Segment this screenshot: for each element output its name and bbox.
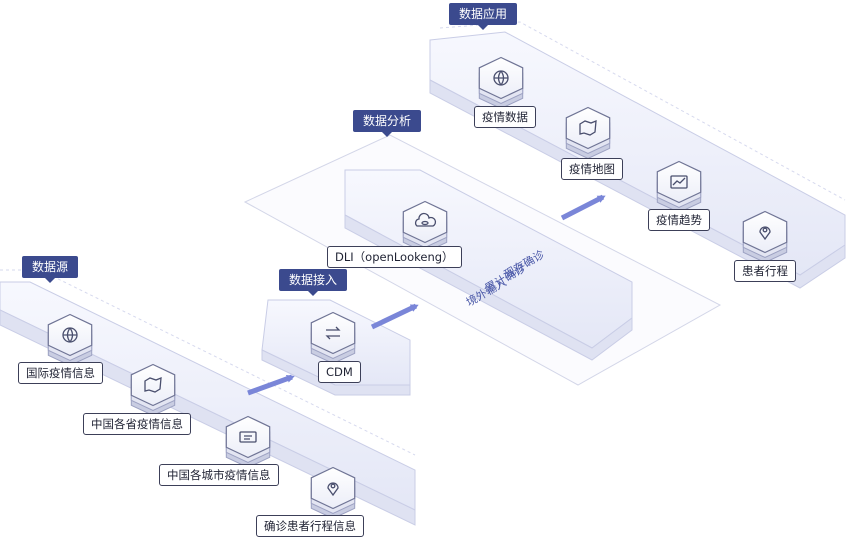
section-tag-data-application: 数据应用: [449, 3, 518, 30]
city-card-icon: [239, 431, 257, 443]
data-application-platform: [429, 21, 846, 289]
node-tile: [47, 313, 93, 367]
app-label-patient-trips: 患者行程: [734, 260, 796, 282]
data-source-platform: [0, 269, 416, 526]
source-label-provinces: 中国各省疫情信息: [83, 413, 191, 435]
node-tile: [225, 415, 271, 469]
map-icon: [579, 120, 597, 136]
transfer-icon: [325, 326, 341, 340]
trend-chart-icon: [670, 175, 688, 189]
source-label-patient-trips: 确诊患者行程信息: [256, 515, 364, 537]
section-tag-data-source: 数据源: [22, 256, 79, 283]
section-tag-data-analysis: 数据分析: [353, 110, 422, 137]
arrow-analysis-to-application: [560, 194, 606, 221]
app-label-epidemic-trend: 疫情趋势: [648, 209, 710, 231]
app-label-epidemic-data: 疫情数据: [474, 106, 536, 128]
node-tile: [565, 106, 611, 160]
source-label-international: 国际疫情信息: [18, 362, 103, 384]
flow-arrows: [247, 194, 606, 396]
node-tile: [130, 363, 176, 417]
cloud-database-icon: [414, 212, 437, 227]
arrow-ingest-to-analysis: [370, 303, 419, 330]
app-label-epidemic-map: 疫情地图: [561, 158, 623, 180]
node-tile: [310, 466, 356, 520]
ingest-label-cdm: CDM: [318, 361, 361, 383]
arrow-source-to-ingest: [247, 374, 295, 396]
globe-icon: [493, 70, 509, 86]
location-pin-icon: [327, 482, 339, 497]
node-tile: [478, 56, 524, 110]
node-tile: [310, 311, 356, 365]
section-tag-data-ingest: 数据接入: [279, 269, 348, 296]
node-tile: [742, 210, 788, 264]
analysis-label-dli: DLI（openLookeng）: [327, 246, 462, 268]
node-tile: [402, 200, 448, 254]
location-pin-icon: [759, 226, 771, 241]
globe-icon: [62, 327, 78, 343]
source-label-cities: 中国各城市疫情信息: [159, 464, 279, 486]
china-map-icon: [144, 377, 162, 393]
node-tile: [656, 160, 702, 214]
